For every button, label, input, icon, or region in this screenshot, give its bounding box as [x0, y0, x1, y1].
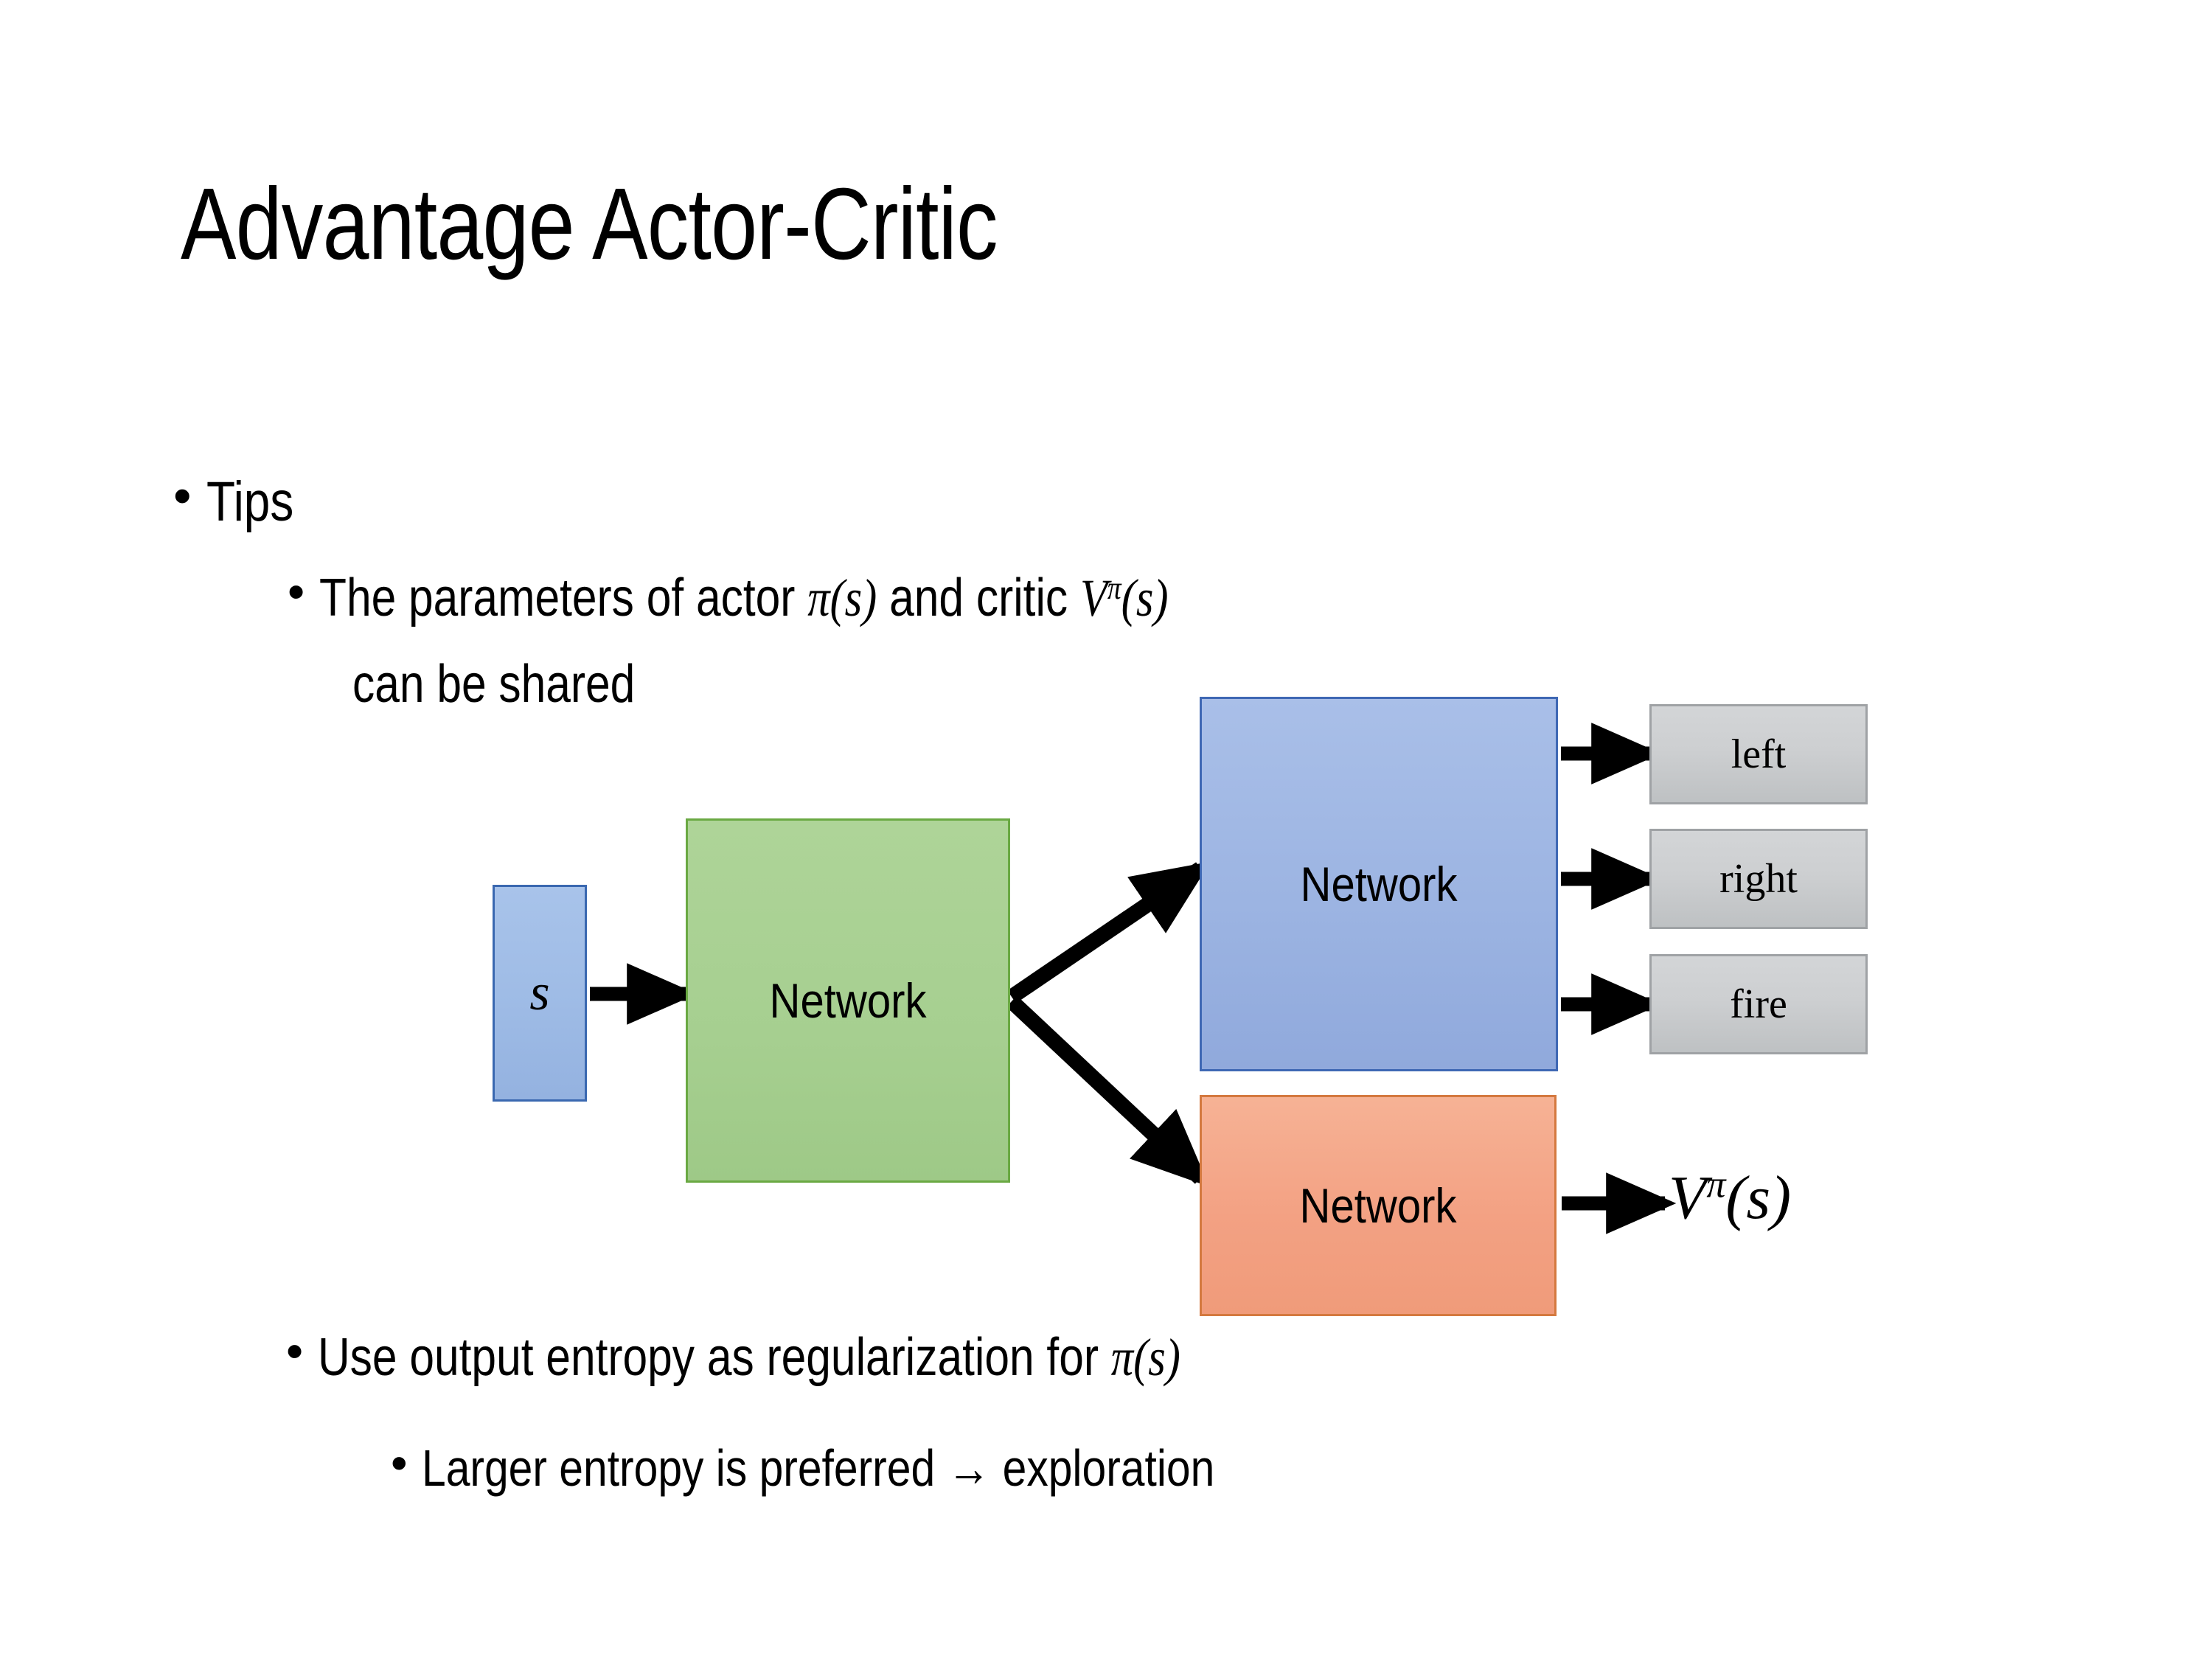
bullet-larger-entropy: • Larger entropy is preferred → explorat… [391, 1439, 1366, 1498]
text-and-critic: and critic [877, 568, 1081, 627]
value-argument: (s) [1725, 1164, 1792, 1232]
bullet-tips-label: Tips [206, 470, 294, 533]
math-actor-pi-s: π(s) [807, 568, 877, 627]
value-superscript: π [1706, 1164, 1726, 1206]
arrow-shared-to-critic [1006, 995, 1210, 1187]
bullet-entropy-regularization: • Use output entropy as regularization f… [286, 1327, 1345, 1388]
value-function-output: Vπ(s) [1669, 1162, 1791, 1234]
critic-network-box: Network [1200, 1095, 1557, 1316]
text-can-be-shared: can be shared [352, 655, 636, 714]
actor-network-label: Network [1300, 857, 1458, 911]
action-box-right: right [1649, 829, 1868, 929]
value-base: V [1669, 1164, 1707, 1232]
bullet-tips: • Tips [173, 470, 310, 535]
math-actor-pi-s: π(s) [1110, 1328, 1180, 1387]
bullet-larger-entropy-label: Larger entropy is preferred → exploratio… [421, 1439, 1215, 1497]
math-critic-base: V [1080, 568, 1107, 627]
bullet-marker-icon: • [391, 1436, 408, 1489]
page-title: Advantage Actor-Critic [181, 167, 998, 281]
actor-network-box: Network [1200, 697, 1558, 1071]
critic-network-label: Network [1299, 1178, 1457, 1233]
text-parameters-of-actor: The parameters of actor [319, 568, 808, 627]
bullet-shared-parameters-line1: The parameters of actor π(s) and critic … [319, 568, 1169, 628]
state-input-box: s [493, 885, 587, 1102]
math-critic-superscript: π [1107, 568, 1121, 606]
text-use-output-entropy: Use output entropy as regularization for [318, 1328, 1111, 1387]
action-label-right: right [1719, 856, 1798, 902]
arrow-shared-to-actor [1007, 861, 1211, 1004]
bullet-marker-icon: • [286, 1324, 304, 1379]
bullet-shared-parameters: • The parameters of actor π(s) and criti… [288, 568, 1330, 628]
action-box-fire: fire [1649, 954, 1868, 1054]
bullet-entropy-label: Use output entropy as regularization for… [318, 1327, 1180, 1388]
bullet-marker-icon: • [173, 467, 192, 524]
bullet-marker-icon: • [288, 565, 305, 619]
bullet-shared-parameters-line2: can be shared [352, 654, 689, 714]
action-label-fire: fire [1730, 981, 1787, 1027]
action-label-left: left [1731, 731, 1787, 777]
shared-network-label: Network [769, 973, 927, 1028]
math-critic-argument: (s) [1121, 568, 1169, 627]
shared-network-box: Network [686, 818, 1010, 1183]
math-critic-v-pi-s: Vπ(s) [1080, 568, 1169, 628]
state-label: s [529, 964, 550, 1021]
action-box-left: left [1649, 704, 1868, 804]
